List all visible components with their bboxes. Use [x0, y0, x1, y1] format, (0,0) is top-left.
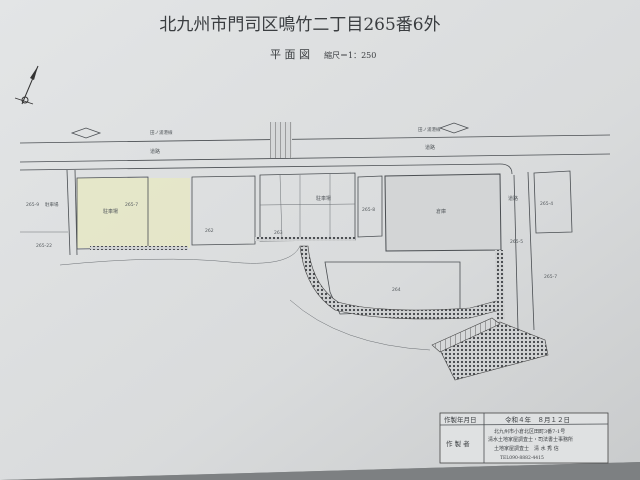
info-box: 作製年月日 令和４年 ８月１２日 作 製 者 北九州市小倉北区田町3番7-1号 … [439, 412, 609, 464]
svg-text:駐車場: 駐車場 [316, 195, 331, 202]
author-name: 土地家屋調査士 清 水 秀 信 [494, 445, 559, 452]
warehouse: 倉庫 [384, 173, 502, 252]
lot-265-8: 265-8 [357, 175, 383, 238]
lot-265-9: 265-9 駐車場 [20, 201, 68, 233]
svg-text:264: 264 [392, 287, 401, 293]
author-address: 北九州市小倉北区田町3番7-1号 [494, 428, 565, 435]
road: 道路 道路 道路 [19, 144, 535, 331]
crosswalk [270, 122, 292, 158]
date-label: 作製年月日 [444, 415, 477, 424]
svg-text:265-7: 265-7 [125, 202, 138, 208]
upper-route: 田ノ浦港線 田ノ浦港線 [19, 122, 611, 163]
route-label: 田ノ浦港線 [150, 129, 173, 136]
lot-265-7: 駐車場 265-7 [76, 176, 190, 250]
author-office: 清水土地家屋調査士・司法書士事務所 [488, 436, 573, 443]
road-label-right: 道路 [508, 195, 518, 202]
lot-265-4: 265-4 [533, 170, 573, 234]
lot-265-22: 265-22 [36, 243, 52, 249]
date-value: 令和４年 ８月１２日 [505, 415, 570, 424]
svg-text:倉庫: 倉庫 [436, 208, 446, 215]
svg-text:265-9: 265-9 [26, 202, 39, 208]
intersection-marker-icon [70, 127, 102, 139]
svg-text:265-4: 265-4 [540, 201, 553, 207]
svg-text:262: 262 [205, 228, 214, 234]
road-label: 道路 [425, 144, 435, 151]
retaining-walls [90, 237, 549, 381]
north-arrow-icon [14, 65, 39, 105]
svg-text:駐車場: 駐車場 [103, 208, 118, 215]
document-subtitle: 平 面 図 [270, 48, 310, 61]
svg-text:265-8: 265-8 [362, 207, 375, 213]
lot-265-5: 265-5 [510, 239, 523, 245]
svg-text:駐車場: 駐車場 [45, 201, 59, 208]
lot-262: 262 [191, 175, 256, 246]
scale-label: 縮尺＝1：250 [324, 50, 376, 60]
author-tel: TEL090-8882-4415 [500, 455, 544, 461]
svg-text:263: 263 [274, 230, 283, 236]
intersection-marker-icon [438, 122, 470, 134]
lot-265-7-right: 265-7 [544, 274, 557, 280]
document-title: 北九州市門司区鳴竹二丁目265番6外 [159, 15, 440, 35]
road-label: 道路 [150, 148, 160, 155]
route-label: 田ノ浦港線 [418, 126, 441, 133]
author-label: 作 製 者 [446, 439, 470, 448]
